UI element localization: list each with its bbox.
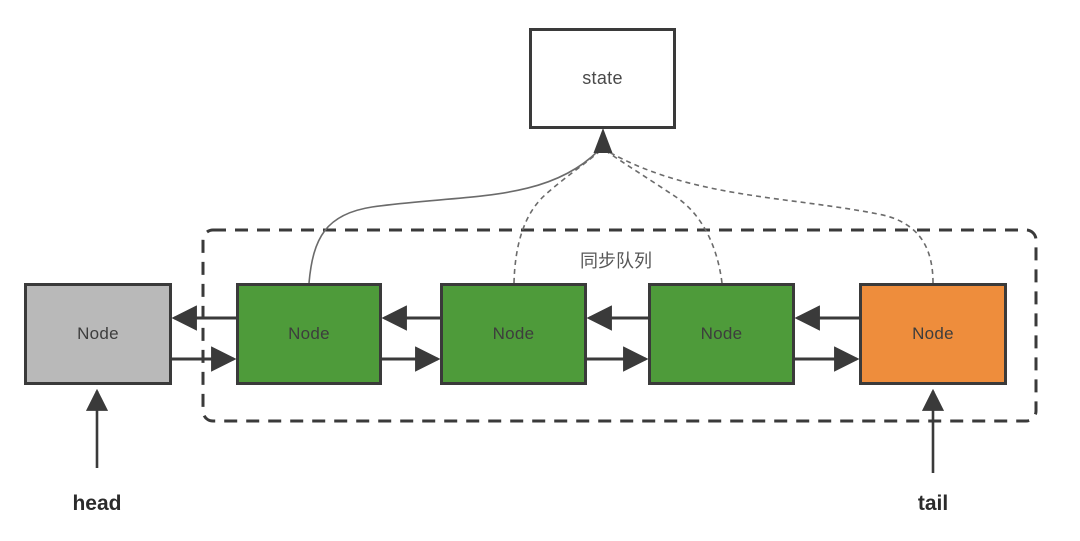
node4-to-state-curve	[608, 151, 934, 284]
node-head: Node	[24, 283, 172, 385]
state-arrowhead-icon	[593, 128, 613, 153]
node2-to-state-curve	[513, 150, 601, 284]
node-label: Node	[288, 324, 330, 343]
node3-to-state-curve	[605, 150, 723, 284]
node-waiter-2: Node	[440, 283, 587, 385]
sync-queue-dashed-box	[201, 228, 1038, 423]
node-label: Node	[77, 324, 119, 343]
node-waiter-1: Node	[236, 283, 382, 385]
state-box: state	[529, 28, 676, 129]
node-label: Node	[492, 324, 535, 343]
node-tail: Node	[859, 283, 1007, 385]
tail-label: tail	[917, 492, 949, 515]
node-label: Node	[912, 324, 954, 343]
head-label: head	[72, 492, 122, 515]
node-waiter-3: Node	[648, 283, 795, 385]
state-label: state	[582, 68, 623, 88]
node1-to-state-curve	[308, 150, 599, 284]
sync-queue-label: 同步队列	[580, 251, 652, 271]
node-label: Node	[700, 324, 743, 343]
